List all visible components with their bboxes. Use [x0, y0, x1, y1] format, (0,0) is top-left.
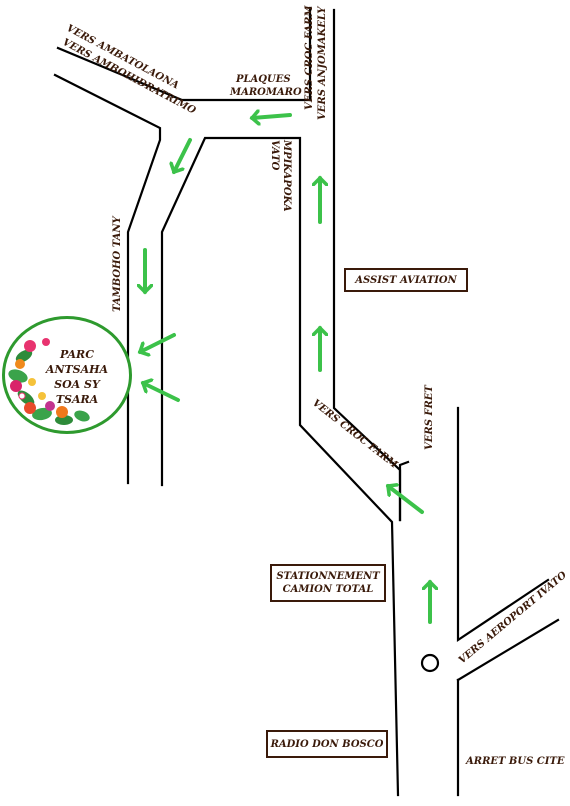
flower-wreath-icon: [8, 338, 90, 425]
direction-arrow-icon: [140, 333, 176, 352]
label-vato: VATO: [269, 140, 280, 171]
park-name: PARC ANTSAHA SOA SY TSARA: [37, 347, 117, 407]
label-mpikapoka: MPIKAPOKA: [281, 139, 292, 212]
park-marker: PARC ANTSAHA SOA SY TSARA: [2, 316, 132, 434]
label-plaques: PLAQUES: [235, 74, 291, 85]
label-vers-ambohidratrimo: VERS AMBOHIDRATRIMO: [61, 37, 198, 117]
box-radio-don-bosco-label: RADIO DON BOSCO: [270, 738, 384, 750]
box-stationnement-line1: STATIONNEMENT: [276, 571, 380, 582]
park-line2: ANTSAHA: [45, 363, 109, 376]
label-vers-fret: VERS FRET: [424, 384, 435, 450]
label-tamboho-tany: TAMBOHO TANY: [112, 215, 123, 312]
label-maromaro: MAROMARO: [229, 87, 302, 98]
label-vers-croc-farm-top: VERS CROC FARM: [304, 5, 315, 110]
direction-arrow-icon: [252, 115, 292, 118]
direction-arrow-icon: [174, 138, 192, 172]
park-line1: PARC: [60, 348, 94, 361]
park-line3: SOA SY TSARA: [54, 378, 100, 406]
roundabout-icon: [420, 653, 440, 673]
direction-arrows: [140, 115, 430, 624]
label-arret-bus: ARRET BUS CITE: [465, 756, 565, 767]
direction-arrow-icon: [143, 383, 180, 402]
box-radio-don-bosco: RADIO DON BOSCO: [266, 730, 388, 758]
label-vers-anjomakely: VERS ANJOMAKELY: [317, 6, 328, 120]
box-stationnement-line2: CAMION TOTAL: [282, 584, 374, 595]
direction-arrow-icon: [388, 486, 424, 514]
label-vers-aeroport: VERS AEROPORT IVATO: [457, 570, 569, 667]
box-assist-aviation: ASSIST AVIATION: [344, 268, 468, 292]
label-vers-croc-farm-diag: VERS CROC FARM: [310, 398, 400, 472]
box-stationnement: STATIONNEMENT CAMION TOTAL: [270, 564, 386, 602]
box-assist-aviation-label: ASSIST AVIATION: [355, 274, 457, 286]
